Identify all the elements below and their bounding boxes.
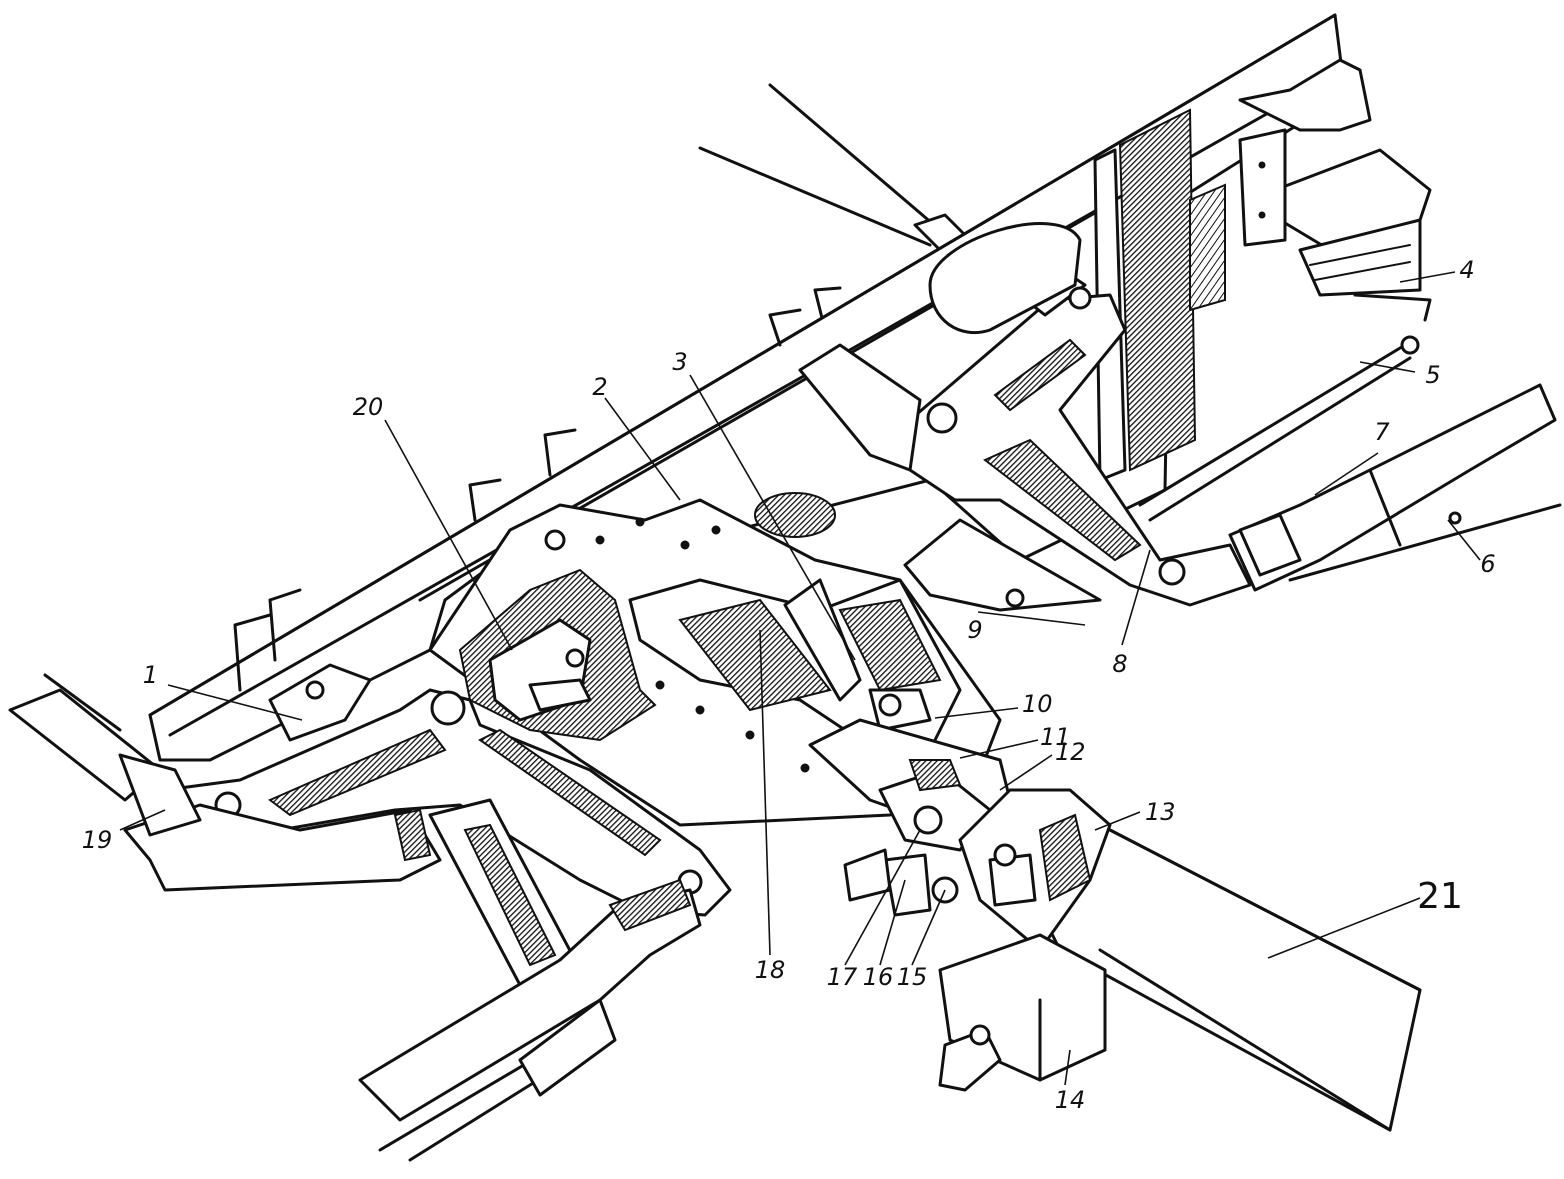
callout-15: 15 xyxy=(897,963,928,991)
link-rod-5 xyxy=(1138,335,1420,522)
callout-3: 3 xyxy=(672,348,687,376)
rod-19 xyxy=(8,673,202,837)
upper-bracket xyxy=(798,222,1082,472)
callout-10: 10 xyxy=(1022,690,1053,718)
plate-9 xyxy=(903,518,1102,612)
callout-13: 13 xyxy=(1145,798,1176,826)
beam-ribs xyxy=(233,286,842,692)
push-rod-7 xyxy=(1228,383,1562,592)
small-parts xyxy=(843,848,959,917)
callout-20: 20 xyxy=(353,393,384,421)
lower-rods xyxy=(358,878,702,1162)
callout-11: 11 xyxy=(1040,723,1071,751)
callout-1: 1 xyxy=(143,661,158,689)
bellcrank-left xyxy=(163,663,732,917)
callout-19: 19 xyxy=(82,826,113,854)
vertical-column xyxy=(1093,108,1226,482)
callout-6: 6 xyxy=(1480,550,1495,578)
callout-7: 7 xyxy=(1374,418,1390,446)
callouts: 1 2 3 4 5 6 7 8 9 10 11 12 13 14 15 16 1… xyxy=(82,256,1496,1114)
callout-9: 9 xyxy=(967,616,982,644)
callout-16: 16 xyxy=(863,963,894,991)
main-tube-21 xyxy=(958,788,1422,1132)
callout-17: 17 xyxy=(827,963,858,991)
upper-rods xyxy=(698,83,967,252)
lower-bracket xyxy=(123,803,442,892)
cutout-20 xyxy=(458,568,657,742)
callout-2: 2 xyxy=(592,373,607,401)
callout-21: 21 xyxy=(1417,876,1463,917)
callout-5: 5 xyxy=(1425,361,1440,389)
lever-assembly xyxy=(628,578,962,752)
callout-14: 14 xyxy=(1055,1086,1086,1114)
callout-12: 12 xyxy=(1055,738,1086,766)
leader-lines xyxy=(119,271,1481,1086)
box-14 xyxy=(938,933,1107,1092)
callout-18: 18 xyxy=(755,956,786,984)
callout-4: 4 xyxy=(1459,256,1474,284)
callout-8: 8 xyxy=(1112,650,1127,678)
actuator-4 xyxy=(1238,58,1432,322)
